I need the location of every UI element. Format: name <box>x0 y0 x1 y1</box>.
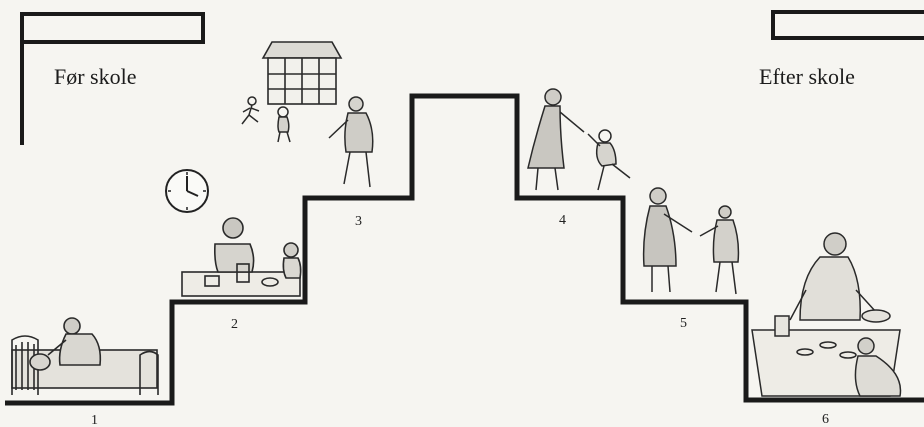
mother-greeting-child <box>528 89 630 190</box>
mother-and-child <box>644 188 739 294</box>
breakfast-table <box>182 218 301 296</box>
mother-waking-child-in-bed <box>12 318 158 395</box>
step-number-2: 2 <box>231 317 238 332</box>
step-number-5: 5 <box>680 316 687 331</box>
children-walking-to-school <box>242 97 373 187</box>
step-number-1: 1 <box>91 413 98 427</box>
school-building-icon <box>263 42 341 104</box>
after-bracket <box>773 12 924 38</box>
mother-baking-with-child <box>752 233 901 396</box>
step-number-3: 3 <box>355 214 362 229</box>
step-number-6: 6 <box>822 412 829 427</box>
clock-icon <box>166 170 208 212</box>
before-school-label: Før skole <box>54 64 137 89</box>
after-school-label: Efter skole <box>759 64 855 89</box>
step-number-4: 4 <box>559 213 566 228</box>
